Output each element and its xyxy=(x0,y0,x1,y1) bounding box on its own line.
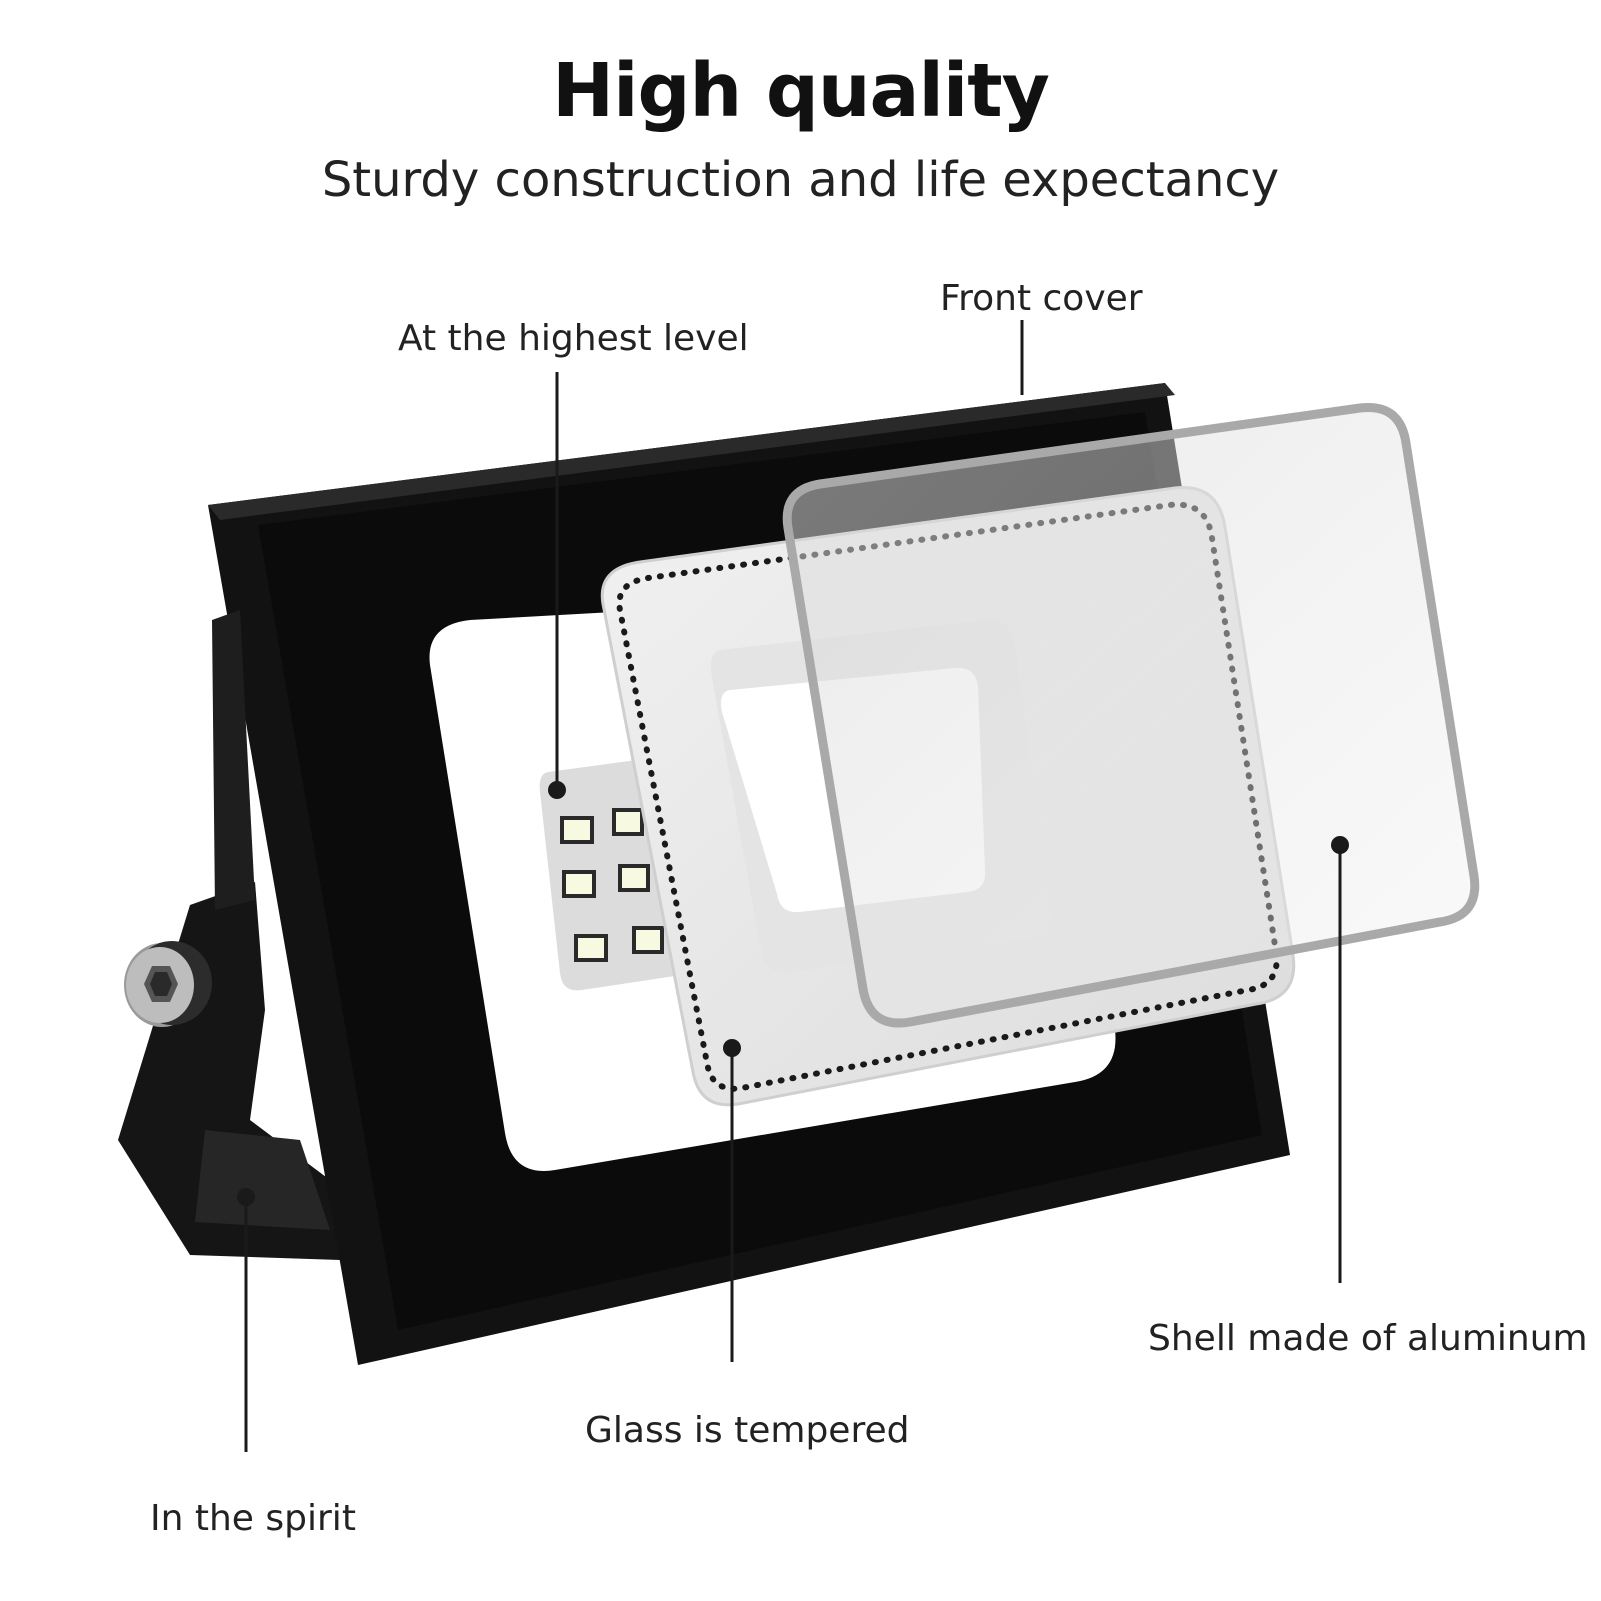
leader-dots xyxy=(237,781,1349,1206)
dot-shell xyxy=(1331,836,1349,854)
dot-highest-level xyxy=(548,781,566,799)
dot-spirit xyxy=(237,1188,255,1206)
page-subtitle: Sturdy construction and life expectancy xyxy=(321,152,1280,208)
callout-glass: Glass is tempered xyxy=(585,1410,910,1451)
callout-front-cover: Front cover xyxy=(940,278,1143,319)
callout-spirit: In the spirit xyxy=(150,1498,356,1539)
dot-glass xyxy=(723,1039,741,1057)
front-cover-glass xyxy=(782,402,1480,1028)
hex-screw xyxy=(124,941,212,1027)
page-title: High quality xyxy=(552,48,1050,134)
callout-shell: Shell made of aluminum xyxy=(1148,1318,1588,1359)
callout-highest-level: At the highest level xyxy=(398,318,749,359)
leader-lines xyxy=(244,320,1342,1452)
